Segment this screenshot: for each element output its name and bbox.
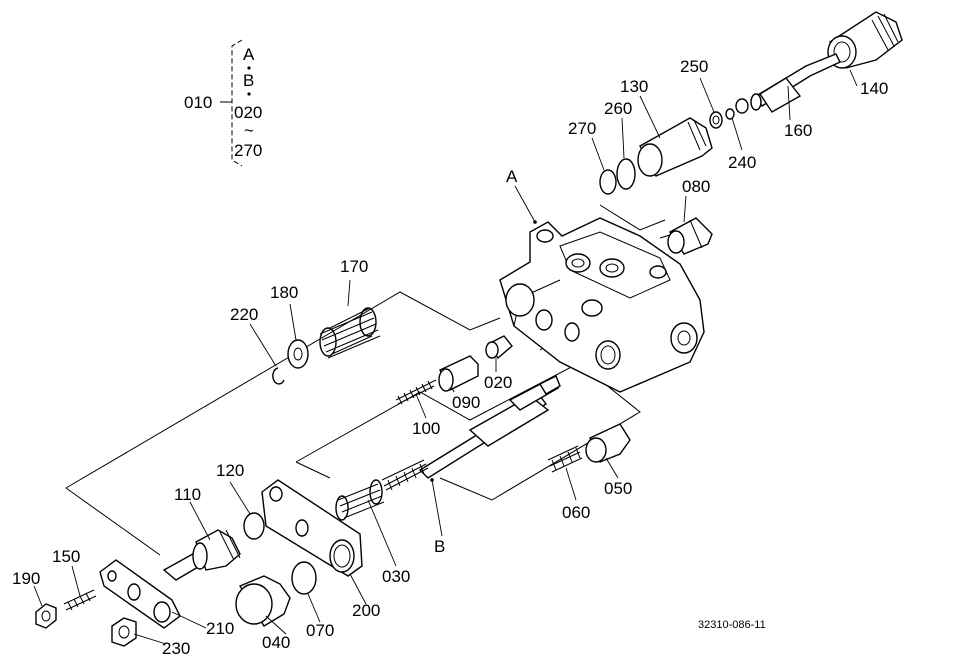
label-100: 100 [412,419,440,438]
label-240: 240 [728,153,756,172]
part-270-oring [599,169,617,195]
part-150-bolt [63,589,97,611]
label-210: 210 [206,619,234,638]
label-060: 060 [562,503,590,522]
label-150: 150 [52,547,80,566]
part-100-spring [395,379,437,405]
part-060-spring [547,445,583,473]
label-200: 200 [352,601,380,620]
ref-label-a: A [506,167,518,186]
part-030-spring [335,479,385,521]
label-170: 170 [340,257,368,276]
part-190-nut [35,603,57,629]
label-020: 020 [484,373,512,392]
assembly-item-020: 020 [234,103,262,122]
label-090: 090 [452,393,480,412]
ref-label-b: B [434,537,445,556]
label-220: 220 [230,305,258,324]
valve-body-a [499,217,705,393]
part-040-plug [235,575,291,627]
part-140-cap [827,11,903,69]
label-120: 120 [216,461,244,480]
assembly-item-a: A [243,45,255,64]
part-180-washer [287,339,309,369]
drawing-number: 32310-086-11 [698,619,766,631]
part-050-cap [585,423,631,463]
part-260-oring [616,158,636,190]
part-170-spring [319,307,381,359]
part-160-spool [735,53,841,114]
label-180: 180 [270,283,298,302]
label-270: 270 [568,119,596,138]
part-110-fitting [162,529,241,581]
label-230: 230 [162,639,190,658]
label-190: 190 [12,569,40,588]
part-120-oring [243,512,265,540]
label-070: 070 [306,621,334,640]
part-230-nut [111,617,137,647]
assembly-item-tilde: ~ [244,121,254,140]
label-140: 140 [860,79,888,98]
part-240-ring [725,108,735,120]
part-130-sleeve [637,117,713,177]
assembly-outline [65,204,681,556]
assembly-item-270: 270 [234,141,262,160]
assembly-item-b: B [243,71,254,90]
part-080-plug [667,217,713,255]
part-220-snap-ring [272,367,285,385]
label-260: 260 [604,99,632,118]
part-090-poppet [438,355,479,392]
label-050: 050 [604,479,632,498]
label-130: 130 [620,77,648,96]
label-110: 110 [174,485,201,504]
part-200-plate [261,479,363,577]
part-b-long-spool [381,375,561,491]
label-040: 040 [262,633,290,652]
label-160: 160 [784,121,812,140]
part-070-oring [291,561,317,595]
label-250: 250 [680,57,708,76]
leader-lines [33,69,858,645]
part-020-seat [485,335,513,360]
part-250-washer [709,111,723,129]
label-030: 030 [382,567,410,586]
assembly-bracket: 010 A B 020 ~ 270 [184,39,262,167]
assembly-main-number: 010 [184,93,212,112]
label-080: 080 [682,177,710,196]
part-labels: A B 140 250 130 260 270 240 160 080 170 … [12,57,888,658]
